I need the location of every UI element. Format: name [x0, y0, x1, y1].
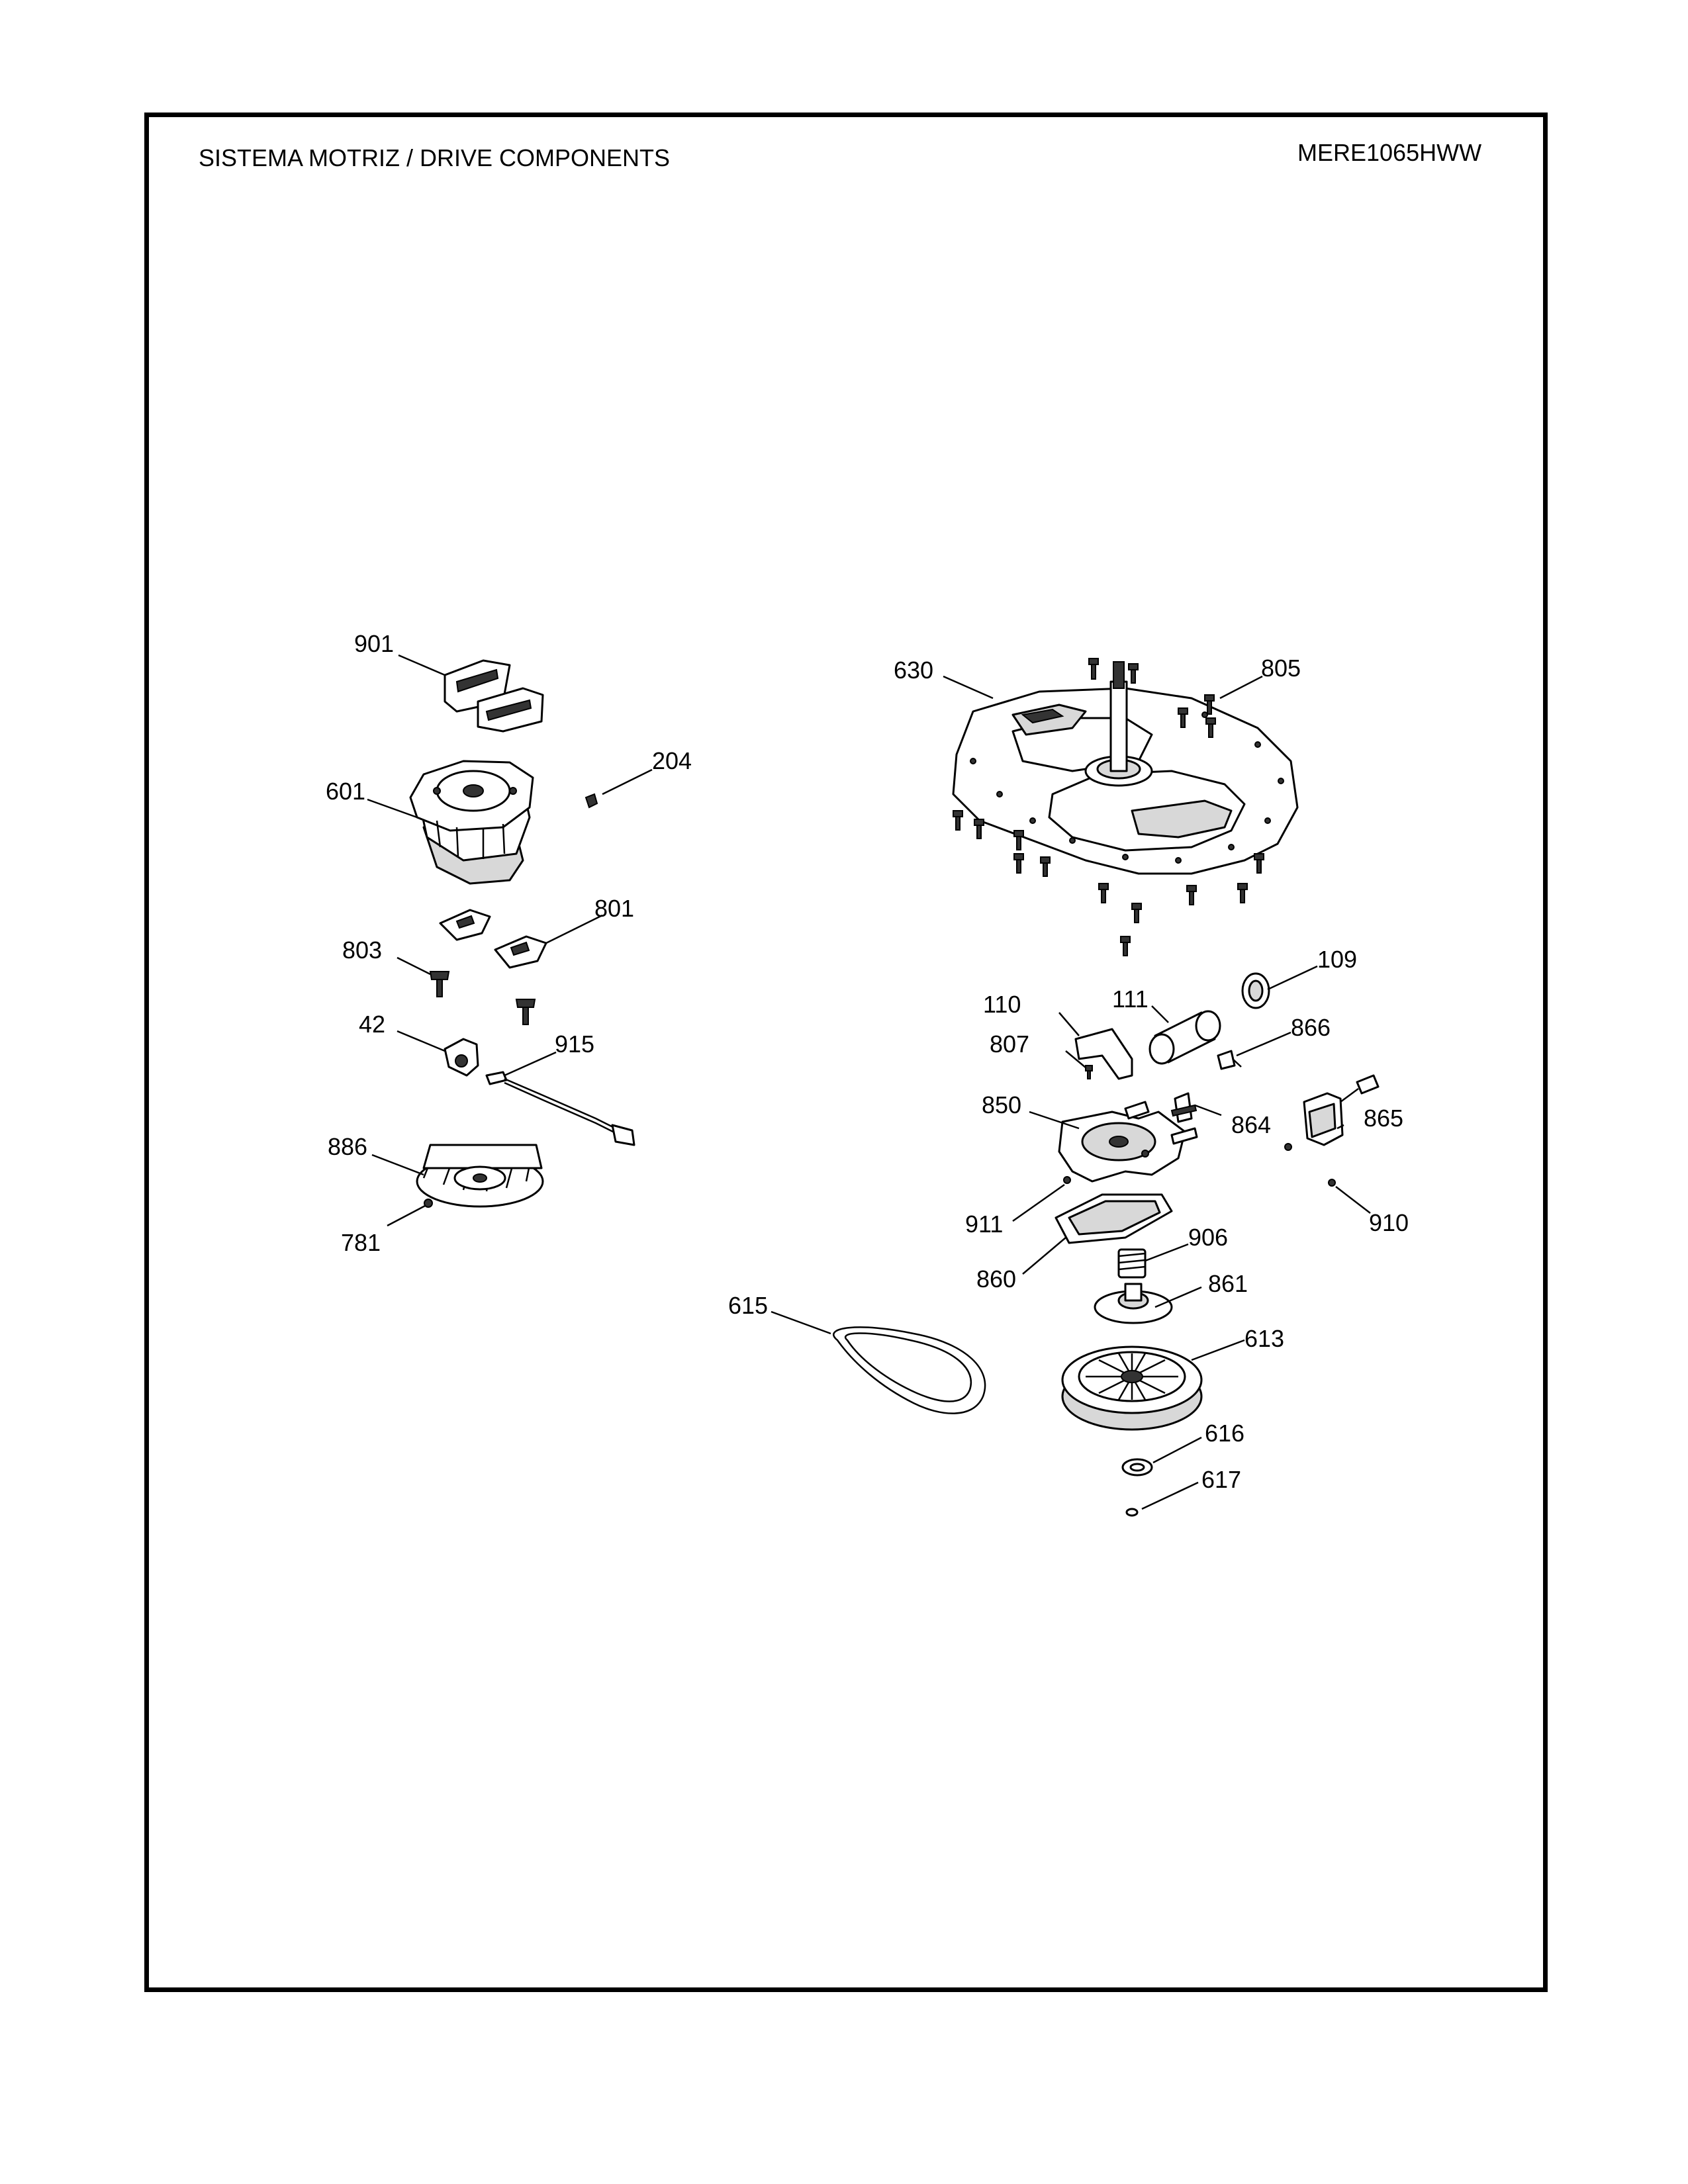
label-204: 204 [652, 747, 692, 774]
label-906: 906 [1188, 1224, 1228, 1251]
label-601: 601 [326, 778, 365, 805]
label-807: 807 [990, 1030, 1029, 1058]
part-850-brake-bracket [1058, 1101, 1198, 1183]
part-865-actuator [1303, 1074, 1380, 1146]
part-901-motor-clip [444, 659, 544, 733]
label-805: 805 [1261, 655, 1301, 682]
label-616: 616 [1205, 1420, 1244, 1447]
label-801: 801 [594, 895, 634, 922]
diagram-title: SISTEMA MOTRIZ / DRIVE COMPONENTS [199, 144, 671, 171]
part-601-drive-motor [409, 760, 534, 885]
part-915-wire-harness [485, 1071, 635, 1146]
part-616-washer [1121, 1458, 1153, 1477]
part-42-bracket [444, 1038, 479, 1077]
part-906-spring [1117, 1248, 1147, 1279]
part-805-screws [953, 658, 1264, 956]
part-109-bearing [1241, 972, 1270, 1009]
part-886-motor-fan [416, 1144, 544, 1208]
label-613: 613 [1244, 1325, 1284, 1352]
part-860-brake-pad [1055, 1193, 1173, 1244]
label-915: 915 [555, 1030, 594, 1058]
part-204-clip [585, 793, 598, 809]
label-910: 910 [1369, 1209, 1409, 1236]
part-801-motor-mount [439, 909, 547, 969]
label-617: 617 [1201, 1466, 1241, 1493]
part-807-screw [1085, 1065, 1093, 1079]
part-615-drive-belt [833, 1326, 986, 1414]
part-866-switch [1217, 1050, 1242, 1070]
part-613-drive-pulley [1061, 1345, 1203, 1431]
part-781-nut [424, 1199, 433, 1208]
leader-lines [367, 654, 1371, 1510]
label-864: 864 [1231, 1111, 1271, 1138]
part-803-screw [429, 971, 536, 1025]
label-615: 615 [728, 1292, 768, 1319]
part-864-lever [1170, 1092, 1197, 1123]
label-886: 886 [328, 1133, 367, 1160]
model-number: MERE1065HWW [1297, 139, 1482, 166]
label-111: 111 [1112, 985, 1149, 1013]
label-42: 42 [359, 1011, 385, 1038]
label-781: 781 [341, 1229, 381, 1256]
label-861: 861 [1208, 1270, 1248, 1297]
label-865: 865 [1364, 1105, 1403, 1132]
part-630-mounting-plate [952, 661, 1299, 875]
page-border [144, 113, 1548, 1992]
label-110: 110 [983, 991, 1021, 1018]
part-110-strap [1074, 1028, 1133, 1080]
label-860: 860 [976, 1265, 1016, 1293]
label-630: 630 [894, 657, 933, 684]
part-911-screws [1063, 1150, 1149, 1184]
label-901: 901 [354, 630, 394, 657]
label-911: 911 [965, 1210, 1003, 1238]
label-866: 866 [1291, 1014, 1331, 1041]
part-111-capacitor [1149, 1010, 1221, 1065]
label-850: 850 [982, 1091, 1021, 1118]
label-109: 109 [1317, 946, 1357, 973]
label-803: 803 [342, 936, 382, 964]
part-910-screws [1284, 1143, 1336, 1187]
part-617-nut [1125, 1508, 1139, 1517]
part-861-clutch-gear [1094, 1283, 1173, 1324]
